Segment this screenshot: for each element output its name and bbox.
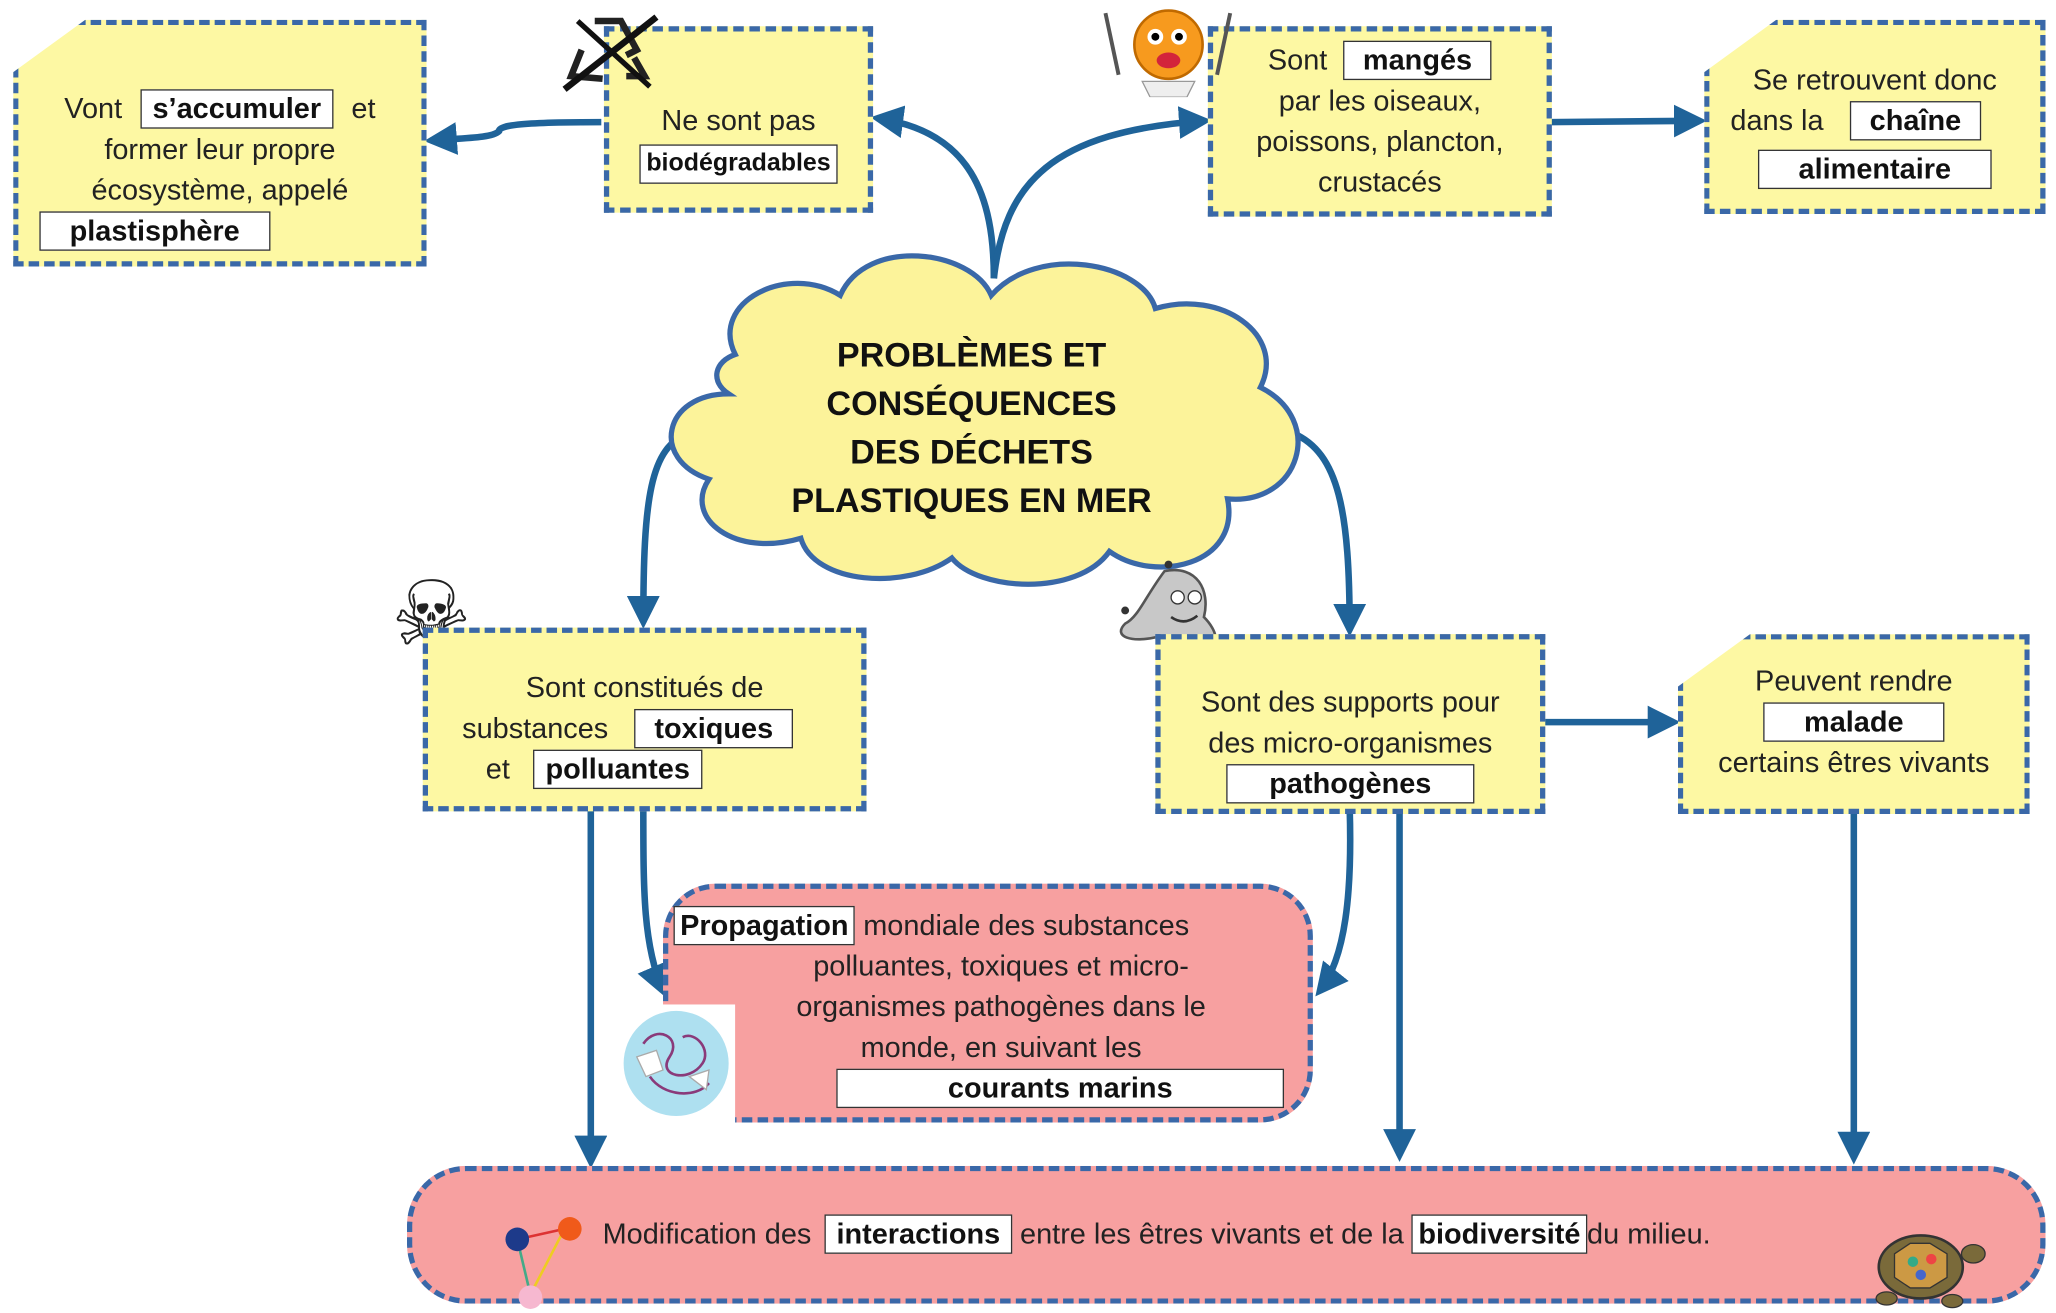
accumuler-text: écosystème, appelé [91, 173, 349, 207]
center-cloud [668, 253, 1301, 587]
box-toxiques: Sont constitués de substances toxiques e… [422, 627, 867, 812]
arrow-pathogenes-to-propagation [1315, 807, 1354, 997]
interactions-text: Modification des [602, 1217, 812, 1250]
manges-text: crustacés [1318, 165, 1442, 199]
keyword-plastisphere: plastisphère [39, 211, 270, 251]
arrow-to-biodegradable [870, 105, 998, 279]
arrow-to-pathogenes [1291, 430, 1367, 637]
center-title-line: CONSÉQUENCES [826, 383, 1117, 423]
box-accumuler: Vont s’accumuler et former leur propre é… [13, 19, 427, 267]
center-title-line: DES DÉCHETS [850, 431, 1093, 472]
biodegradable-text: Ne sont pas [661, 103, 816, 137]
keyword-manges: mangés [1343, 40, 1492, 81]
keyword-toxiques: toxiques [634, 708, 793, 749]
smiley-eating-icon [1103, 9, 1233, 98]
toxiques-text: Sont constitués de [525, 670, 764, 704]
arrow-to-manges [990, 106, 1212, 279]
accumuler-text: Vont [64, 91, 123, 125]
keyword-alimentaire: alimentaire [1757, 149, 1992, 190]
chaine-text: Se retrouvent donc [1752, 63, 1997, 96]
interactions-text: du milieu. [1587, 1217, 1711, 1250]
malade-text: certains êtres vivants [1718, 745, 1990, 779]
manges-text: Sont [1267, 43, 1328, 77]
box-manges: Sont mangés par les oiseaux, poissons, p… [1207, 26, 1552, 217]
manges-text: poissons, plancton, [1256, 124, 1504, 158]
pathogenes-text: des micro-organismes [1208, 726, 1493, 759]
turtle-icon [1875, 1234, 1986, 1309]
chaine-text: dans la [1730, 103, 1824, 137]
keyword-biodegradables: biodégradables [639, 144, 838, 184]
malade-text: Peuvent rendre [1755, 664, 1953, 698]
keyword-propagation: Propagation [673, 905, 856, 946]
arrow-toxiques-to-propagation [637, 807, 668, 998]
center-title-line: PLASTIQUES EN MER [791, 480, 1152, 520]
manges-text: par les oiseaux, [1278, 84, 1482, 117]
keyword-malade: malade [1763, 702, 1945, 742]
keyword-polluantes: polluantes [533, 749, 702, 790]
toxiques-text: substances [462, 711, 609, 745]
propagation-text: mondiale des substances [863, 908, 1190, 942]
propagation-text: monde, en suivant les [860, 1030, 1142, 1064]
box-biodegradable: Ne sont pas biodégradables [603, 26, 874, 213]
box-chaine: Se retrouvent donc dans la chaîne alimen… [1704, 19, 2046, 215]
propagation-text: polluantes, toxiques et micro- [813, 949, 1189, 983]
center-title-line: PROBLÈMES ET [836, 334, 1107, 375]
keyword-pathogenes: pathogènes [1225, 764, 1475, 804]
keyword-biodiversite: biodiversité [1411, 1214, 1588, 1254]
keyword-interactions: interactions [824, 1214, 1012, 1254]
accumuler-text: former leur propre [104, 132, 336, 166]
box-propagation: Propagation mondiale des substances poll… [663, 883, 1313, 1123]
recycle-crossed-icon [562, 14, 659, 92]
center-title: PROBLÈMES ET CONSÉQUENCES DES DÉCHETS PL… [748, 331, 1194, 525]
keyword-chaine: chaîne [1849, 101, 1981, 141]
pathogenes-text: Sont des supports pour [1200, 685, 1500, 719]
world-map-icon [617, 1004, 736, 1123]
accumuler-text: et [351, 91, 376, 125]
interactions-text: entre les êtres vivants et de la [1020, 1217, 1404, 1250]
arrow-to-accumuler [424, 118, 602, 155]
network-nodes-icon [505, 1217, 582, 1309]
box-pathogenes: Sont des supports pour des micro-organis… [1155, 634, 1546, 814]
keyword-accumuler: s’accumuler [140, 89, 333, 129]
keyword-courants-marins: courants marins [836, 1068, 1285, 1109]
toxiques-text: et [485, 752, 510, 786]
arrow-to-chaine [1549, 104, 1707, 138]
box-malade: Peuvent rendre malade certains êtres viv… [1677, 634, 2030, 814]
propagation-text: organismes pathogènes dans le [796, 989, 1206, 1023]
box-interactions: Modification des interactions entre les … [406, 1165, 2046, 1304]
